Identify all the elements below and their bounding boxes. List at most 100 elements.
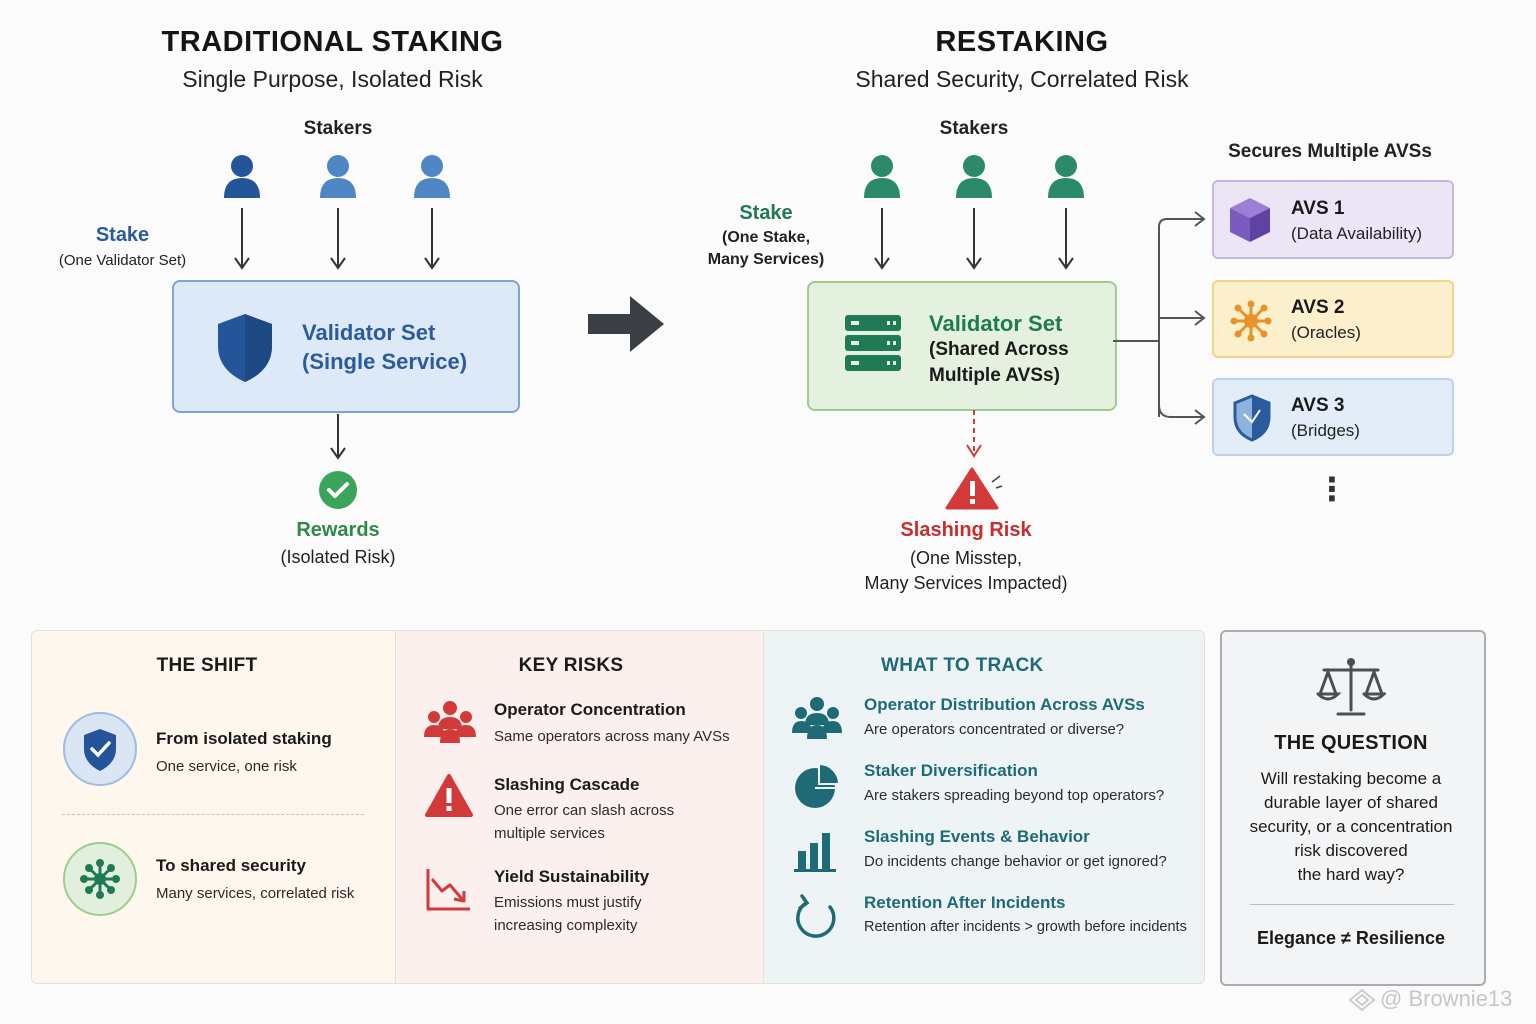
track-4-desc: Retention after incidents > growth befor… [864, 919, 1187, 935]
down-arrow [330, 414, 346, 460]
avs-card-2: AVS 2 (Oracles) [1212, 280, 1454, 358]
avs-card-1: AVS 1 (Data Availability) [1212, 180, 1454, 259]
track-4-title: Retention After Incidents [864, 893, 1066, 912]
question-line: the hard way? [1297, 865, 1405, 884]
left-stakers-label: Stakers [303, 118, 373, 139]
track-1-desc: Are operators concentrated or diverse? [864, 721, 1125, 738]
risk-3-desc2: increasing complexity [494, 917, 638, 934]
scales-icon [1316, 658, 1386, 716]
shield-check-icon [63, 712, 137, 786]
cube-icon [1230, 198, 1270, 242]
shared-validator-line1: Validator Set [929, 311, 1063, 336]
shared-validator-box: Validator Set (Shared Across Multiple AV… [807, 281, 1117, 411]
question-title: THE QUESTION [1274, 732, 1428, 754]
watermark-logo-icon [1348, 988, 1376, 1012]
question-line: security, or a concentration [1249, 817, 1453, 836]
risk-3-title: Yield Sustainability [494, 867, 650, 886]
shared-validator-line2: (Shared Across [929, 339, 1069, 360]
track-panel: WHAT TO TRACK Operator Distribution Acro… [763, 630, 1205, 984]
watermark: @ Brownie13 [1380, 986, 1513, 1011]
traditional-title: TRADITIONAL STAKING [161, 26, 504, 58]
server-stack-icon [845, 315, 901, 371]
avs-2-sub: (Oracles) [1291, 323, 1361, 342]
rewards-sub: (Isolated Risk) [280, 547, 396, 567]
question-line: risk discovered [1294, 841, 1408, 860]
single-validator-box: Validator Set (Single Service) [172, 280, 520, 413]
shield-icon [218, 314, 272, 382]
single-validator-line2: (Single Service) [302, 349, 468, 374]
people-icon [792, 697, 842, 739]
shift-panel: THE SHIFT From isolated staking One serv… [31, 630, 397, 984]
shift-to-desc: Many services, correlated risk [156, 885, 355, 902]
question-body: Will restaking become a durable layer of… [1222, 767, 1480, 887]
shared-validator-line3: Multiple AVSs) [929, 365, 1060, 386]
risks-panel: KEY RISKS Operator Concentration Same op… [395, 630, 765, 984]
avs-connector [1113, 211, 1206, 425]
avs-2-name: AVS 2 [1291, 297, 1345, 318]
slashing-sub2: Many Services Impacted) [864, 573, 1068, 593]
pie-chart-icon [795, 763, 840, 808]
avs-card-3: AVS 3 (Bridges) [1212, 378, 1454, 456]
question-line: durable layer of shared [1264, 793, 1438, 812]
shift-to-title: To shared security [156, 856, 306, 875]
right-stakers-group [864, 155, 1084, 270]
track-3-title: Slashing Events & Behavior [864, 827, 1090, 846]
left-stake-sub: (One Validator Set) [58, 252, 187, 269]
slashing-label: Slashing Risk [900, 519, 1032, 541]
single-validator-line1: Validator Set [302, 320, 436, 345]
left-stake-label: Stake [95, 224, 150, 246]
network-node-icon [1230, 300, 1272, 342]
restaking-title: RESTAKING [935, 26, 1109, 58]
risk-1-desc: Same operators across many AVSs [494, 728, 730, 745]
more-avs-ellipsis: ⋮ [1316, 471, 1348, 507]
shift-from-title: From isolated staking [156, 729, 332, 748]
question-line: Will restaking become a [1260, 769, 1442, 788]
rewards-label: Rewards [296, 519, 380, 541]
risks-title: KEY RISKS [518, 655, 624, 676]
slashing-sub1: (One Misstep, [909, 548, 1023, 568]
avs-3-sub: (Bridges) [1291, 421, 1360, 440]
avs-1-name: AVS 1 [1291, 198, 1345, 219]
dashed-risk-arrow [966, 410, 982, 458]
person-icon [864, 155, 900, 198]
risk-1-title: Operator Concentration [494, 700, 686, 719]
operators-group-icon [424, 701, 476, 743]
track-2-title: Staker Diversification [864, 761, 1038, 780]
declining-chart-icon [426, 869, 470, 911]
shift-divider [62, 814, 364, 815]
track-3-desc: Do incidents change behavior or get igno… [864, 853, 1167, 870]
bar-chart-icon [794, 833, 836, 872]
risk-3-desc1: Emissions must justify [494, 894, 642, 911]
person-icon [956, 155, 992, 198]
warning-icon [945, 467, 1003, 510]
right-stake-sub1: (One Stake, [721, 229, 811, 246]
right-stakers-label: Stakers [939, 118, 1009, 139]
avs-1-sub: (Data Availability) [1291, 224, 1423, 243]
refresh-icon [796, 894, 836, 938]
right-stake-sub2: Many Services) [707, 251, 825, 268]
person-icon [1048, 155, 1084, 198]
traditional-subtitle: Single Purpose, Isolated Risk [182, 66, 483, 92]
right-stake-label: Stake [739, 202, 793, 224]
question-divider [1250, 904, 1454, 905]
track-2-desc: Are stakers spreading beyond top operato… [864, 787, 1165, 804]
shift-from-desc: One service, one risk [156, 758, 297, 775]
person-icon [320, 155, 356, 198]
track-1-title: Operator Distribution Across AVSs [864, 695, 1145, 714]
question-panel: THE QUESTION Will restaking become a dur… [1220, 630, 1486, 986]
check-icon [319, 471, 357, 509]
risk-2-title: Slashing Cascade [494, 775, 640, 794]
avs-header: Secures Multiple AVSs [1228, 141, 1432, 162]
warning-icon [425, 774, 473, 817]
shift-title: THE SHIFT [156, 655, 258, 676]
risk-2-desc2: multiple services [494, 825, 605, 842]
shared-network-icon [63, 842, 137, 916]
transition-arrow-icon [588, 296, 664, 352]
question-footer: Elegance ≠ Resilience [1257, 928, 1445, 948]
avs-3-name: AVS 3 [1291, 395, 1345, 416]
person-icon [414, 155, 450, 198]
left-stakers-group [224, 155, 450, 270]
track-title: WHAT TO TRACK [881, 655, 1044, 676]
restaking-subtitle: Shared Security, Correlated Risk [855, 66, 1189, 92]
shield-icon [1233, 394, 1271, 442]
